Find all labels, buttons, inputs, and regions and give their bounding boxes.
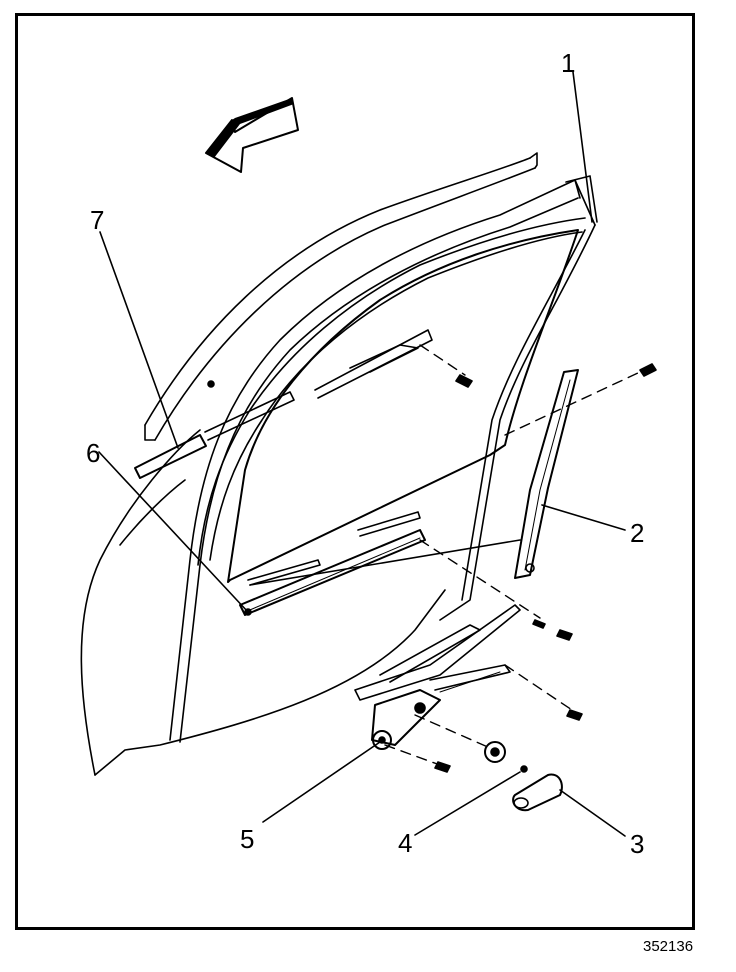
window-frame — [169, 175, 598, 743]
fasteners — [434, 363, 657, 773]
upper-frame-molding — [144, 152, 538, 441]
front-channel — [134, 329, 433, 479]
callout-5: 5 — [240, 824, 255, 854]
figure-number: 352136 — [643, 938, 694, 955]
forward-arrow-icon — [205, 97, 299, 173]
rear-run-channel — [514, 369, 579, 579]
callout-6: 6 — [86, 438, 101, 468]
window-regulator — [354, 604, 521, 750]
diagram-frame — [15, 13, 695, 930]
callout-3: 3 — [630, 829, 645, 859]
callout-2: 2 — [630, 518, 645, 548]
leader-lines — [98, 71, 626, 837]
crank-handle-clip — [520, 765, 528, 773]
regulator-washer — [484, 741, 506, 763]
assembly-lines — [384, 344, 641, 766]
callout-1: 1 — [561, 48, 576, 78]
door-shell — [80, 429, 446, 776]
callout-7: 7 — [90, 205, 105, 235]
callout-4: 4 — [398, 828, 413, 858]
glass-channel — [239, 529, 426, 616]
door-glass — [227, 229, 579, 586]
crank-handle — [512, 773, 563, 812]
